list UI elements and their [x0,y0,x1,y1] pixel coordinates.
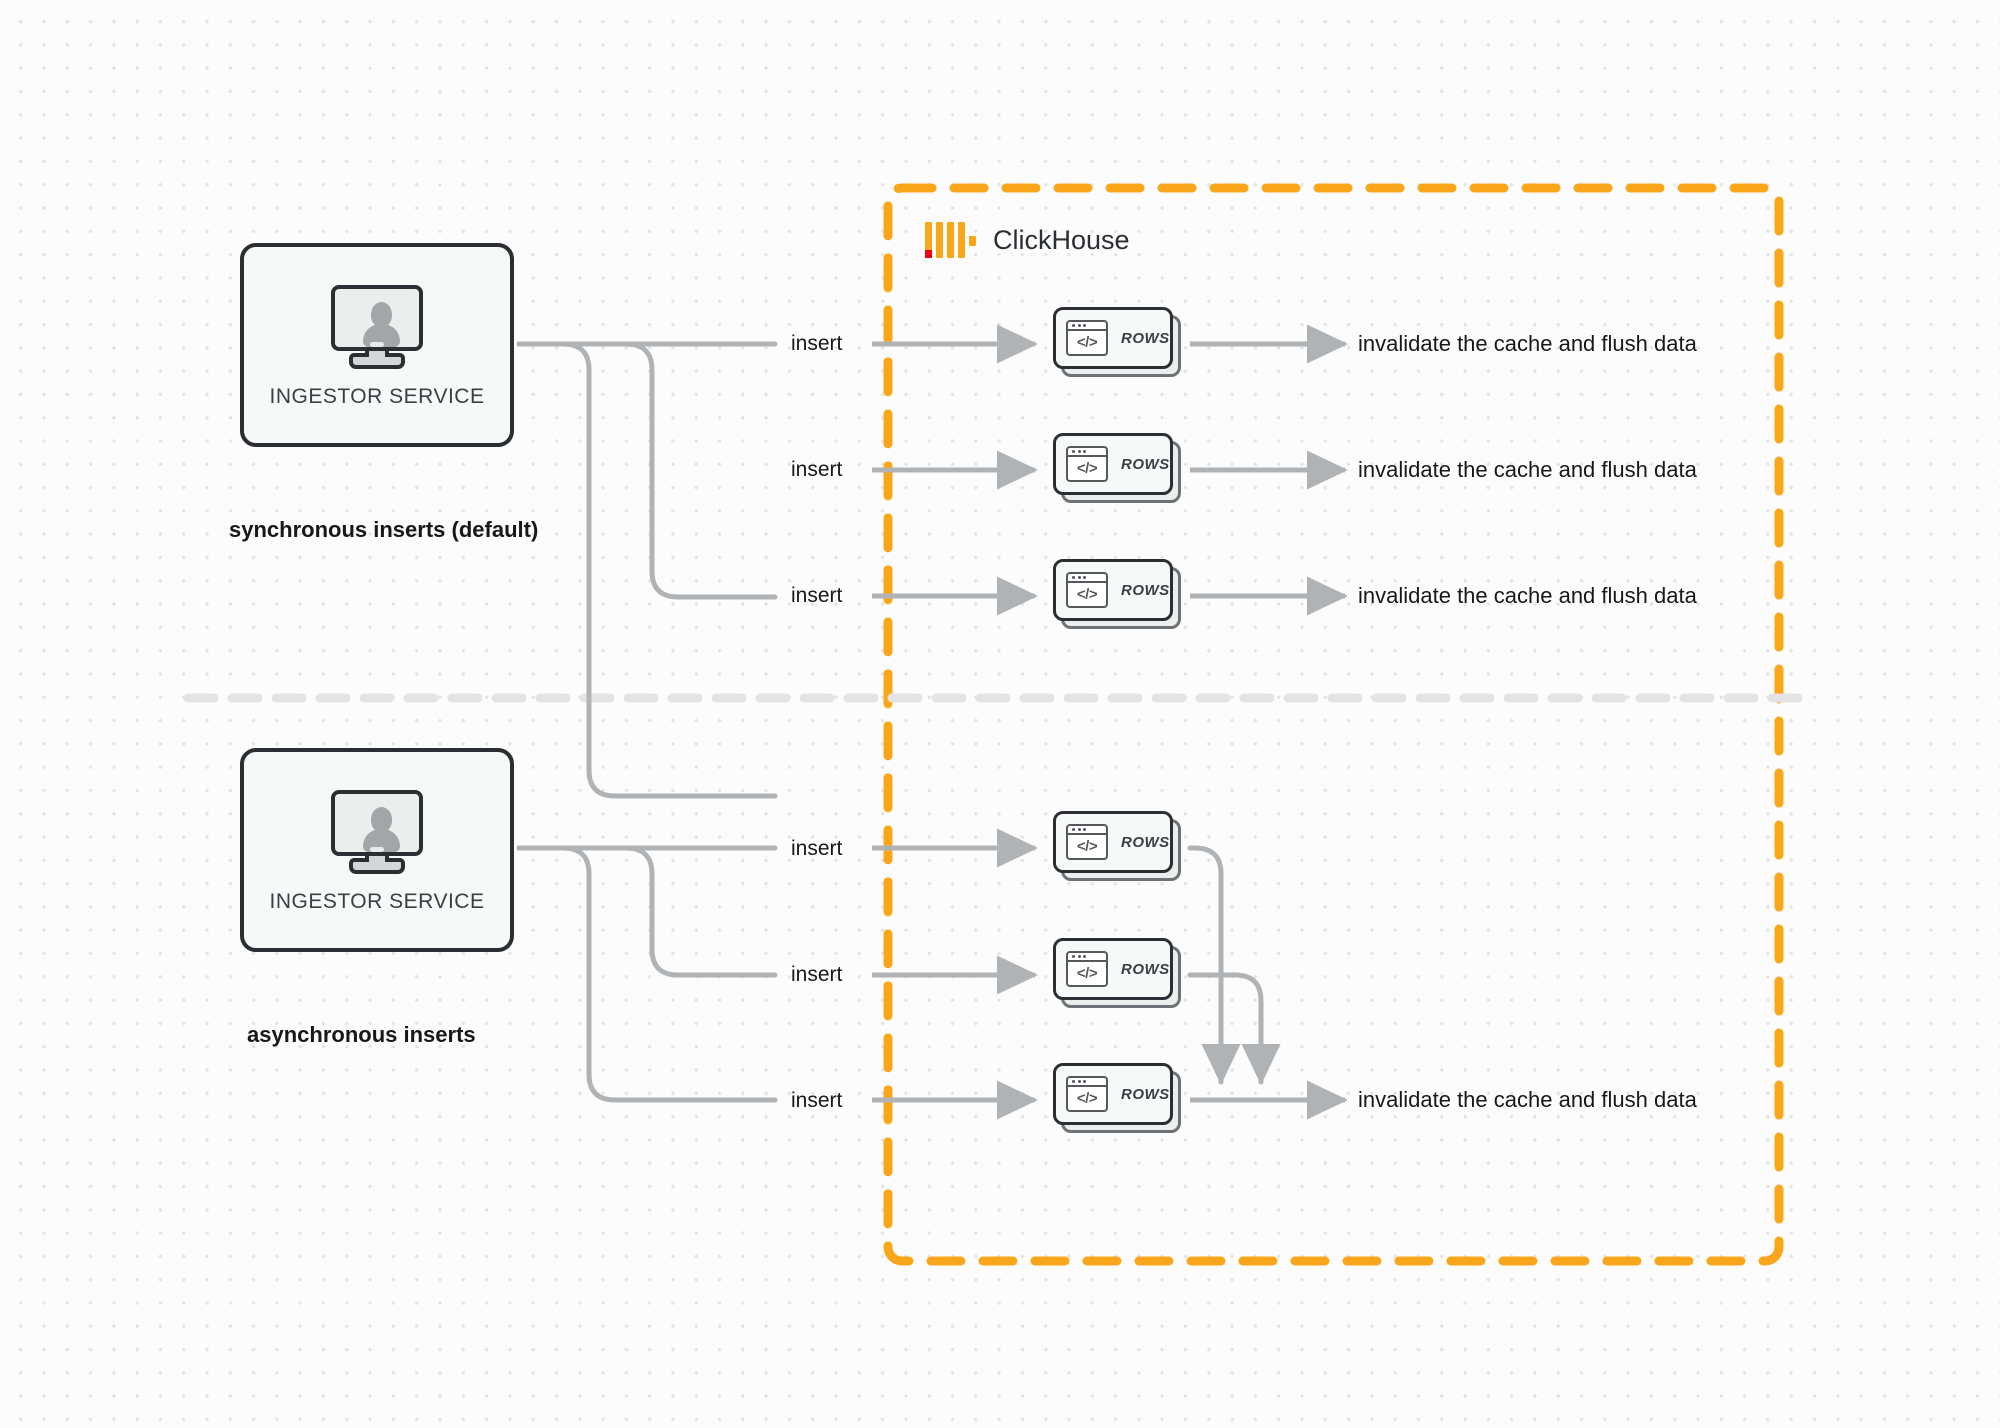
section-caption-async: asynchronous inserts [247,1022,476,1047]
insert-label-async-3: insert [791,1089,843,1112]
clickhouse-brand: ClickHouse [925,222,1130,258]
rows-card-sync-2[interactable]: </> ROWS [1053,433,1181,503]
insert-label-sync-3: insert [791,584,843,607]
async-merge-paths [1187,845,1281,1086]
ingestor-service-async[interactable]: INGESTOR SERVICE [240,748,514,952]
insert-label-sync-1: insert [791,332,843,355]
clickhouse-name: ClickHouse [993,224,1130,255]
rows-card-async-2[interactable]: </> ROWS [1053,938,1181,1008]
ingestor-service-label-async: INGESTOR SERVICE [269,890,485,913]
rows-card-label: ROWS [1121,833,1170,851]
sync-fanout [516,341,778,799]
flush-label-sync-3: invalidate the cache and flush data [1358,583,1697,608]
flush-label-sync-2: invalidate the cache and flush data [1358,457,1697,482]
code-window-icon: </> [1066,951,1108,987]
rows-card-label: ROWS [1121,1085,1170,1103]
sync-output-arrows [1190,324,1349,616]
insert-label-async-2: insert [791,963,843,986]
code-window-icon: </> [1066,1076,1108,1112]
async-fanout [516,845,778,1103]
section-caption-sync: synchronous inserts (default) [229,517,539,542]
sync-insert-arrows [872,324,1039,616]
monitor-user-icon [331,285,423,369]
flush-label-async: invalidate the cache and flush data [1358,1087,1697,1112]
rows-card-sync-1[interactable]: </> ROWS [1053,307,1181,377]
code-window-icon: </> [1066,572,1108,608]
clickhouse-boundary [883,183,1784,1266]
rows-card-label: ROWS [1121,581,1170,599]
monitor-user-icon [331,790,423,874]
code-window-icon: </> [1066,446,1108,482]
rows-card-label: ROWS [1121,455,1170,473]
clickhouse-logo-icon [925,222,976,258]
rows-card-sync-3[interactable]: </> ROWS [1053,559,1181,629]
rows-card-label: ROWS [1121,960,1170,978]
ingestor-service-sync[interactable]: INGESTOR SERVICE [240,243,514,447]
rows-card-async-1[interactable]: </> ROWS [1053,811,1181,881]
flush-label-sync-1: invalidate the cache and flush data [1358,331,1697,356]
clickhouse-logo-red-mark [925,250,932,258]
rows-card-async-3[interactable]: </> ROWS [1053,1063,1181,1133]
code-window-icon: </> [1066,320,1108,356]
insert-label-sync-2: insert [791,458,843,481]
ingestor-service-label-sync: INGESTOR SERVICE [269,385,485,408]
code-window-icon: </> [1066,824,1108,860]
rows-card-label: ROWS [1121,329,1170,347]
insert-label-async-1: insert [791,837,843,860]
async-insert-arrows [872,828,1039,1120]
